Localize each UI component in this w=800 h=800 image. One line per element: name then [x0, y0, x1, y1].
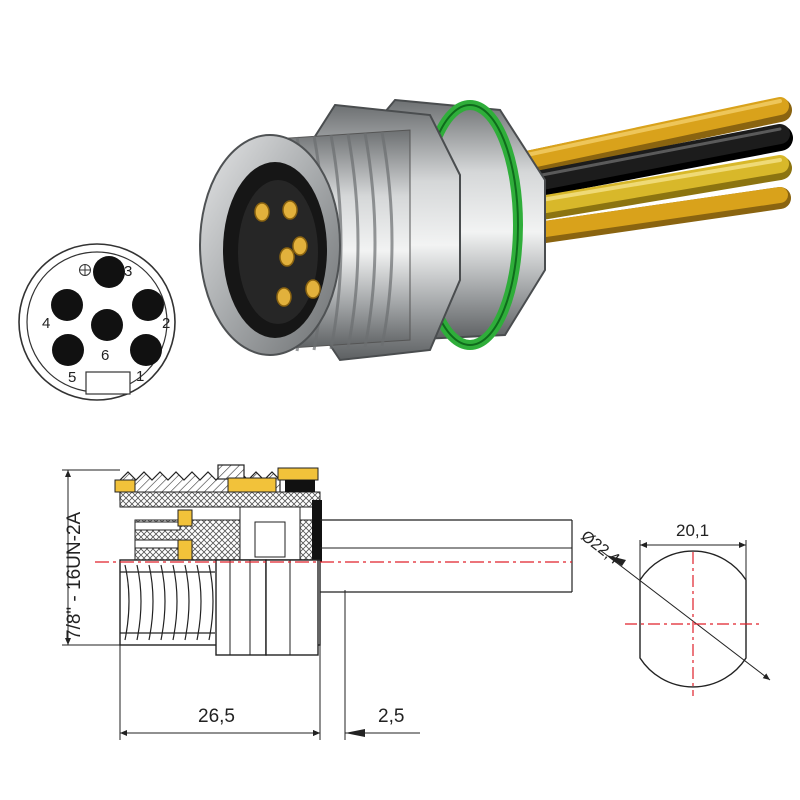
section-brass-mid	[227, 477, 277, 493]
contact-pin-lower	[134, 539, 181, 549]
external-nut	[215, 559, 267, 656]
diameter-label: Ø22,4	[578, 528, 623, 568]
contact-pin-brass-lower	[177, 539, 193, 561]
pin-label-2: 2	[162, 315, 170, 332]
gold-pins	[254, 200, 321, 307]
section-brass-top	[114, 479, 136, 493]
flat-width-label: 20,1	[676, 521, 709, 540]
pin-label-1: 1	[136, 368, 144, 385]
end-view-drawing: 20,1 Ø22,4	[578, 521, 771, 696]
flange-length-label: 2,5	[378, 706, 404, 727]
pin-gold	[279, 247, 295, 267]
contact-pin-brass-upper	[177, 509, 193, 527]
connector-photo	[199, 97, 793, 362]
external-thread	[120, 564, 215, 641]
pin-label-6: 6	[101, 347, 109, 364]
pin-label-4: 4	[42, 315, 50, 332]
pinout-diagram: 3 4 2 6 5 1	[18, 243, 176, 401]
pin-socket-5	[52, 334, 84, 366]
pin-gold	[305, 279, 321, 299]
section-back-seal	[312, 500, 322, 562]
pin-socket-6	[91, 309, 123, 341]
pin-gold	[292, 236, 308, 256]
section-insert-top	[119, 491, 321, 508]
pinout-key	[85, 371, 131, 395]
pin-socket-2	[132, 289, 164, 321]
body-length-label: 26,5	[198, 706, 235, 727]
pin-label-5: 5	[68, 369, 76, 386]
pin-gold	[282, 200, 298, 220]
pin-gold	[276, 287, 292, 307]
section-nut-top	[217, 464, 245, 480]
section-gasket-rear	[285, 480, 315, 492]
pin-label-3: 3	[124, 263, 132, 280]
pin-gold	[254, 202, 270, 222]
ground-symbol-icon	[79, 264, 91, 276]
thread-dimension-label: 7/8" - 16UN-2A	[64, 511, 85, 640]
external-rear-nut	[265, 559, 319, 656]
side-view-drawing: 7/8" - 16UN-2A	[62, 464, 573, 740]
dim-line-diameter	[599, 549, 771, 681]
section-brass-rear	[277, 467, 319, 481]
end-view-outline	[639, 550, 747, 688]
pin-socket-1	[130, 334, 162, 366]
pin-socket-3	[93, 256, 125, 288]
pin-socket-4	[51, 289, 83, 321]
contact-pin-upper	[134, 521, 181, 531]
